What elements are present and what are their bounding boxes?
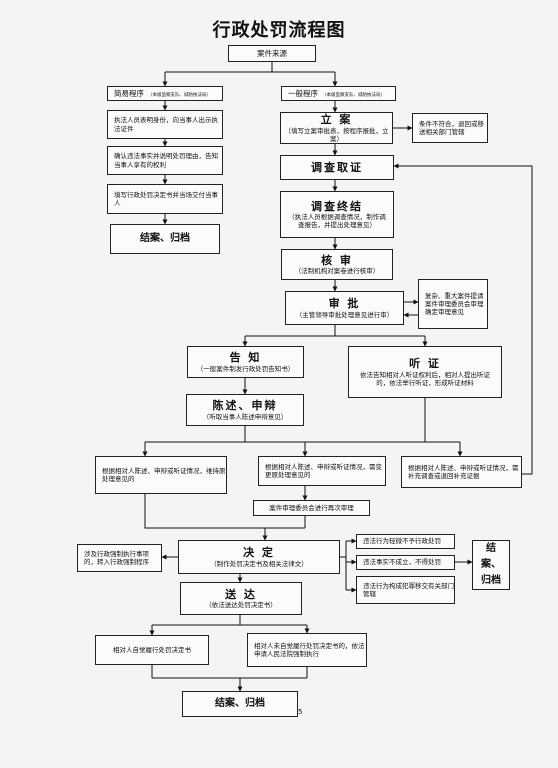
node-investigation-end: 调查终结 （执法人员根据调查情况，制作调查报告，并提出处理意见）	[280, 191, 394, 238]
node-hearing: 听 证 依法告知相对人听证权利后，相对人提出听证的，依法举行听证，形成听证材料	[348, 346, 502, 398]
node-approval: 审 批 （主管领导审批处理意见进行审）	[285, 291, 404, 325]
node-delivery-label: 送 达	[225, 587, 257, 601]
node-minor-no-penalty: 违法行为轻微不予行政处罚	[356, 534, 455, 549]
node-approval-label: 审 批	[328, 297, 361, 311]
node-facts-not-established: 违法事实不成立，不得处罚	[356, 555, 455, 570]
node-final-close-archive: 结案、归档	[182, 691, 298, 717]
node-simple-close-archive: 结案、归档	[110, 224, 220, 254]
node-investigation-end-note: （执法人员根据调查情况，制作调查报告，并提出处理意见）	[288, 213, 386, 230]
node-case-source: 案件来源	[228, 45, 316, 62]
node-register-label: 立 案	[320, 113, 353, 126]
node-defense-label: 陈述、申辩	[212, 399, 278, 413]
node-decision-note: （制作处罚决定书及相关法律文）	[210, 559, 308, 568]
node-legal-review-note: （法制机构对案卷进行核审）	[294, 267, 380, 276]
node-crime-transfer: 违法行为构成犯罪移交有关部门管辖	[356, 576, 455, 604]
node-notify: 告 知 （一般案件制发行政处罚告知书）	[187, 346, 304, 378]
node-issue-decision-on-spot: 填写行政处罚决定书并当场交付当事人	[107, 184, 223, 214]
node-simple-label: 简易程序	[114, 88, 144, 98]
node-general-label: 一般程序	[288, 88, 318, 98]
node-simple-note: （本级监察支队、城防执法局）	[148, 92, 211, 98]
node-investigation-end-label: 调查终结	[311, 199, 363, 213]
page-number: 5	[298, 708, 303, 716]
node-supplementary-investigation: 根据相对人陈述、申辩或听证情况，需补充调查或退回补充证据	[401, 456, 522, 488]
node-confirm-facts: 确认违法事实并说明处罚理由，告知当事人享有的权利	[107, 146, 223, 175]
node-committee-review: 复杂、重大案件提请案件审理委员会审理确定审理意见	[418, 279, 488, 329]
node-hearing-label: 听 证	[409, 357, 441, 370]
node-voluntary-compliance: 相对人自觉履行处罚决定书	[95, 635, 209, 665]
node-notify-note: （一般案件制发行政处罚告知书）	[196, 364, 295, 373]
node-decision-close-archive: 结案、归档	[472, 540, 510, 590]
node-notify-label: 告 知	[229, 351, 262, 365]
node-maintain-opinion: 根据相对人陈述、申辩或听证情况，维持原处理意见的	[95, 456, 227, 494]
node-show-credentials: 执法人员表明身份，向当事人出示执法证件	[107, 110, 223, 139]
node-legal-review-label: 核 审	[321, 253, 353, 267]
node-general-procedure: 一般程序 （本级监察支队、城防执法局）	[281, 86, 396, 101]
node-register-case: 立 案 （填写立案审批表，按程序报批，立案）	[280, 112, 393, 144]
node-defense-note: （听取当事人陈述申辩意见）	[202, 412, 288, 421]
node-court-enforcement: 相对人未自觉履行处罚决定书的，依法申请人民法院强制执行	[247, 633, 367, 667]
node-refer-enforcement: 涉及行政强制执行事项的，转入行政强制程序	[77, 544, 162, 572]
node-return-or-transfer: 条件不符合，退回或移送相关部门管辖	[412, 113, 488, 143]
node-delivery: 送 达 （依法送达处罚决定书）	[180, 582, 302, 615]
node-investigate: 调查取证	[280, 155, 394, 180]
node-committee-retrial: 案件审理委员会进行再次审理	[253, 500, 370, 516]
page-title: 行政处罚流程图	[212, 20, 346, 41]
node-simple-procedure: 简易程序 （本级监察支队、城防执法局）	[107, 86, 223, 101]
node-delivery-note: （依法送达处罚决定书）	[205, 601, 277, 610]
node-decision-label: 决 定	[243, 546, 275, 560]
node-register-note: （填写立案审批表，按程序报批，立案）	[284, 126, 389, 143]
node-statement-defense: 陈述、申辩 （听取当事人陈述申辩意见）	[186, 394, 304, 426]
node-decision: 决 定 （制作处罚决定书及相关法律文）	[178, 540, 340, 574]
node-legal-review: 核 审 （法制机构对案卷进行核审）	[281, 249, 393, 280]
node-change-opinion: 根据相对人陈述、申辩或听证情况，需变更原处理意见的	[258, 456, 386, 486]
node-hearing-note: 依法告知相对人听证权利后，相对人提出听证的，依法举行听证，形成听证材料	[360, 370, 490, 387]
node-approval-note: （主管领导审批处理意见进行审）	[295, 310, 394, 319]
node-general-note: （本级监察支队、城防执法局）	[322, 92, 385, 98]
